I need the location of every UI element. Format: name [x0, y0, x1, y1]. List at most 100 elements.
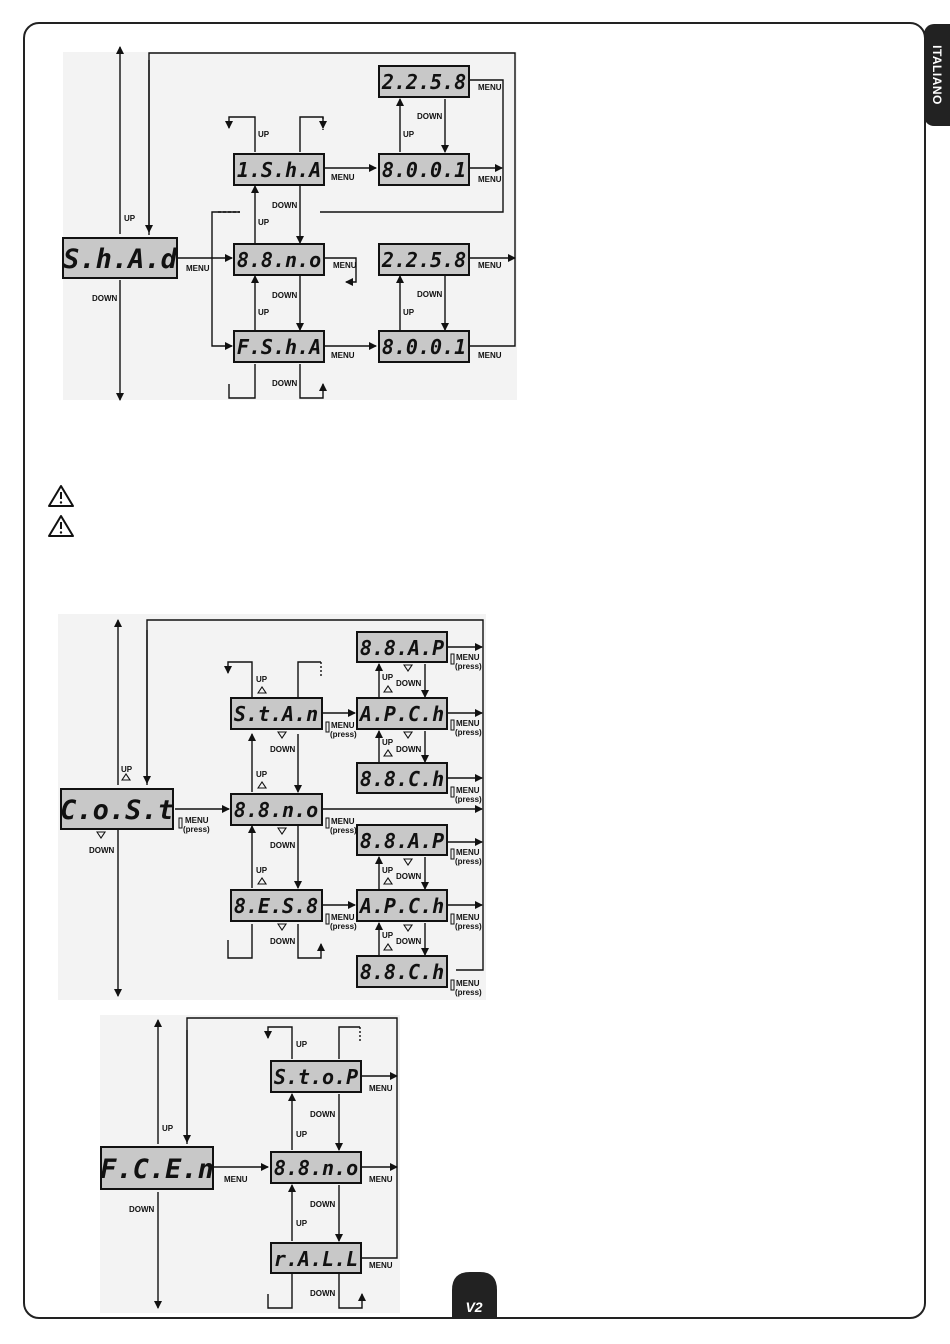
up-label: UP — [258, 308, 270, 317]
diagram1-item-display — [233, 330, 325, 363]
diagram2-value-display — [356, 889, 448, 922]
warning-icon — [48, 485, 74, 507]
diagram1-item-text: 1.S.h.A — [237, 158, 321, 182]
press-label: (press) — [455, 922, 482, 931]
press-label: (press) — [330, 826, 357, 835]
diagram2-item-text: 8.E.S.8 — [234, 894, 318, 918]
up-label: UP — [296, 1219, 308, 1228]
up-label: UP — [258, 130, 270, 139]
press-label: (press) — [455, 662, 482, 671]
down-label: DOWN — [89, 846, 115, 855]
up-label: UP — [121, 765, 133, 774]
menu-label: MENU — [185, 816, 209, 825]
down-label: DOWN — [270, 937, 296, 946]
diagram2-item-display — [230, 889, 323, 922]
up-label: UP — [256, 675, 268, 684]
up-label: UP — [258, 218, 270, 227]
menu-label: MENU — [369, 1175, 393, 1184]
down-label: DOWN — [270, 841, 296, 850]
down-label: DOWN — [272, 291, 298, 300]
menu-label: MENU — [456, 979, 480, 988]
diagram1 — [116, 46, 516, 401]
down-label: DOWN — [272, 201, 298, 210]
up-label: UP — [382, 673, 394, 682]
press-label: (press) — [330, 730, 357, 739]
diagram3-labels: UP DOWN MENU UP DOWN UP DOWN UP DOWN MEN… — [129, 1040, 393, 1298]
diagram2-value-display — [356, 631, 448, 663]
diagram1-item-text: 8.8.n.o — [237, 248, 321, 272]
menu-label: MENU — [369, 1084, 393, 1093]
up-label: UP — [296, 1040, 308, 1049]
down-label: DOWN — [417, 112, 443, 121]
press-label: (press) — [455, 795, 482, 804]
diagram2-value-text: 8.8.C.h — [360, 960, 444, 984]
diagram3-displays: F.C.E.n S.t.o.P 8.8.n.o r.A.L.L — [100, 1060, 362, 1274]
diagram2-labels: UP DOWN MENU (press) UP DOWN UP DOWN UP … — [89, 653, 482, 997]
menu-label: MENU — [456, 719, 480, 728]
menu-label: MENU — [369, 1261, 393, 1270]
diagram2 — [114, 619, 484, 997]
press-label: (press) — [455, 728, 482, 737]
diagram2-value-display — [356, 955, 448, 988]
up-label: UP — [162, 1124, 174, 1133]
menu-label: MENU — [331, 173, 355, 182]
diagram1-value-text: 2.2.5.8 — [381, 248, 466, 272]
menu-label: MENU — [186, 264, 210, 273]
diagram2-value-display — [356, 824, 448, 856]
diagram3-item-text: S.t.o.P — [274, 1065, 358, 1089]
up-label: UP — [403, 130, 415, 139]
diagram3 — [154, 1017, 398, 1309]
down-label: DOWN — [417, 290, 443, 299]
down-label: DOWN — [310, 1289, 336, 1298]
up-label: UP — [382, 931, 394, 940]
up-label: UP — [256, 770, 268, 779]
diagram2-item-text: S.t.A.n — [234, 702, 318, 726]
up-label: UP — [256, 866, 268, 875]
diagram1-value-display — [378, 330, 470, 363]
diagram1-main-text: S.h.A.d — [63, 244, 178, 275]
v2-logo: V2 — [465, 1299, 482, 1315]
menu-label: MENU — [478, 261, 502, 270]
menu-label: MENU — [478, 175, 502, 184]
diagram2-item-text: 8.8.n.o — [234, 798, 318, 822]
diagram2-item-display — [230, 793, 323, 826]
diagram2-value-display — [356, 697, 448, 730]
down-label: DOWN — [272, 379, 298, 388]
diagram3-item-display — [270, 1242, 362, 1274]
menu-label: MENU — [478, 351, 502, 360]
press-indicators — [178, 653, 455, 991]
diagram2-value-text: 8.8.A.P — [360, 829, 444, 853]
press-label: (press) — [183, 825, 210, 834]
diagram1-displays: S.h.A.d 1.S.h.A 8.8.n.o F.S.h.A 2.2.5.8 … — [62, 65, 470, 363]
diagram2-value-text: 8.8.A.P — [360, 636, 444, 660]
diagram3-main-display — [100, 1146, 214, 1190]
diagram1-value-display — [378, 153, 470, 186]
diagram3-item-text: 8.8.n.o — [274, 1156, 358, 1180]
menu-label: MENU — [331, 721, 355, 730]
diagram1-value-text: 8.0.0.1 — [382, 335, 466, 359]
down-label: DOWN — [310, 1200, 336, 1209]
diagram2-triangles — [95, 664, 414, 951]
menu-label: MENU — [333, 261, 357, 270]
menu-label: MENU — [331, 817, 355, 826]
diagram1-item-display — [233, 243, 325, 276]
diagram1-item-text: F.S.h.A — [237, 335, 321, 359]
diagram2-main-display — [60, 788, 174, 830]
diagram1-value-display — [378, 243, 470, 276]
up-label: UP — [382, 866, 394, 875]
diagram2-item-display — [230, 697, 323, 730]
diagram2-value-text: 8.8.C.h — [360, 767, 444, 791]
menu-label: MENU — [456, 786, 480, 795]
down-label: DOWN — [396, 872, 422, 881]
diagram1-item-display — [233, 153, 325, 186]
menu-label: MENU — [331, 351, 355, 360]
up-label: UP — [296, 1130, 308, 1139]
diagram2-value-text: A.P.C.h — [358, 702, 444, 726]
page-logo-tab — [452, 1272, 497, 1318]
down-label: DOWN — [270, 745, 296, 754]
down-label: DOWN — [396, 937, 422, 946]
down-label: DOWN — [310, 1110, 336, 1119]
diagram2-main-text: C.o.S.t — [60, 795, 174, 826]
diagram3-main-text: F.C.E.n — [100, 1154, 214, 1185]
